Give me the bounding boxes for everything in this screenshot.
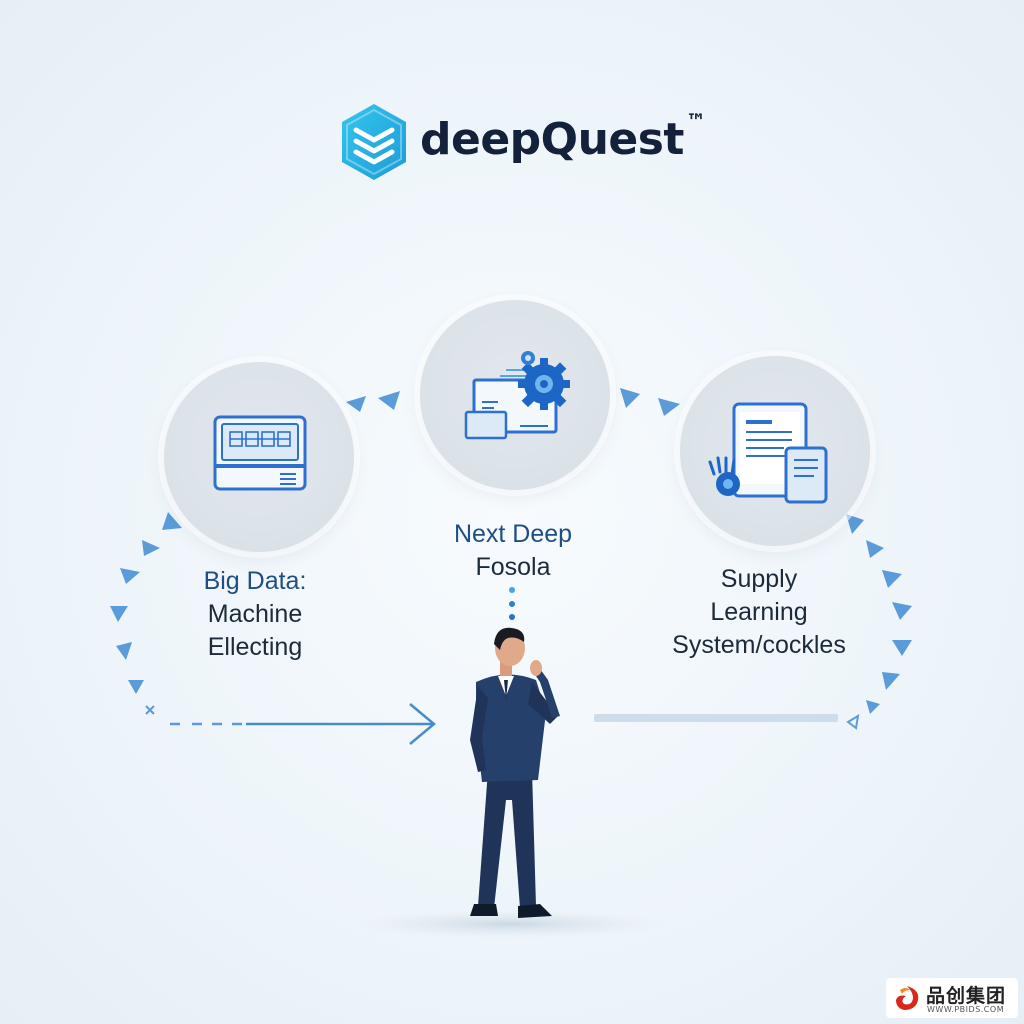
label-supply-learning: Supply Learning System/cockles (640, 563, 878, 662)
label-line: Fosola (475, 553, 551, 581)
data-server-icon (213, 415, 307, 491)
watermark-url: WWW.PBIDS.COM (927, 1005, 1005, 1014)
tablet-devices-icon (708, 402, 828, 504)
arrowheads-center-right (620, 388, 680, 416)
watermark-chinese-text: 品创集团 (926, 985, 1007, 1007)
node-supply-learning (680, 356, 870, 546)
gear-icon (518, 351, 570, 410)
label-line: Ellecting (207, 633, 303, 661)
hexagon-layers-icon (342, 104, 406, 180)
arrowheads-right-loop (846, 514, 912, 714)
label-line: Learning (710, 598, 808, 626)
floor-shadow (354, 910, 666, 938)
right-bottom-line (594, 714, 860, 730)
left-bottom-line (145, 703, 436, 745)
thought-dots (509, 587, 515, 620)
label-line: System/cockles (672, 631, 846, 659)
corner-watermark: 品创集团 WWW.PBIDS.COM (886, 978, 1018, 1018)
label-line: Next Deep (453, 520, 573, 548)
label-line: Machine (207, 600, 303, 628)
brand-wordmark: deepQuest (420, 114, 684, 165)
computer-gears-icon (464, 351, 570, 440)
node-big-data (164, 362, 354, 552)
arrowheads-left-center (346, 391, 400, 412)
label-line: Supply (720, 565, 798, 593)
gear-cluster-icon (708, 456, 740, 496)
trademark-symbol: ™ (685, 109, 706, 134)
thinking-businessman-illustration (470, 627, 560, 918)
node-next-deep (420, 300, 610, 490)
label-line: Big Data: (203, 567, 307, 595)
label-next-deep: Next Deep Fosola (413, 518, 613, 584)
watermark-logo-icon (896, 986, 919, 1010)
label-big-data: Big Data: Machine Ellecting (170, 565, 340, 664)
arrowheads-left-loop (110, 512, 182, 694)
